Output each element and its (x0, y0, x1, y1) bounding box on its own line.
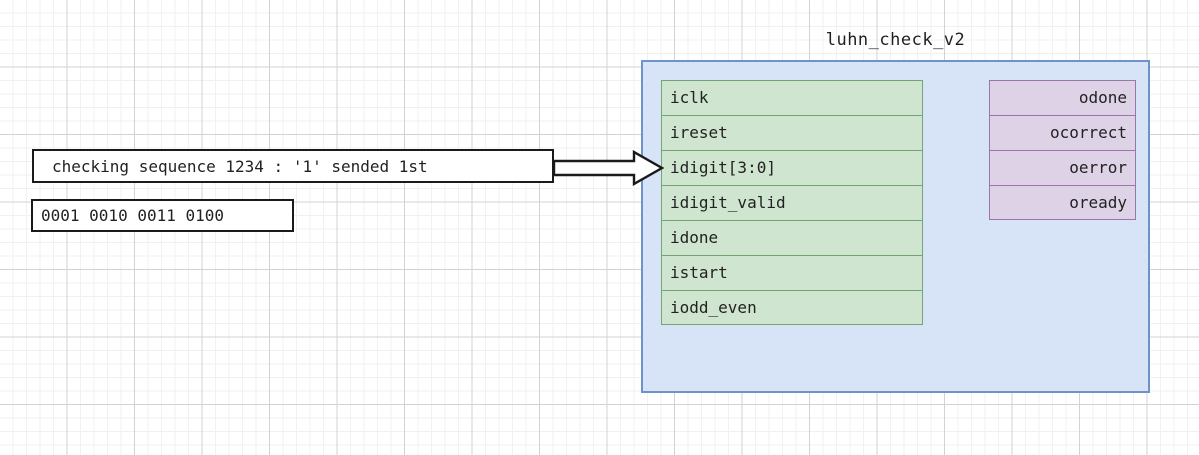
output-port-list: odone ocorrect oerror oready (989, 80, 1136, 220)
block-arrow-icon (552, 150, 664, 186)
output-port-oready[interactable]: oready (989, 185, 1136, 220)
input-port-iclk[interactable]: iclk (661, 80, 923, 115)
note-checking-sequence[interactable]: checking sequence 1234 : '1' sended 1st (32, 149, 554, 183)
input-port-idigit[interactable]: idigit[3:0] (661, 150, 923, 185)
output-port-oerror[interactable]: oerror (989, 150, 1136, 185)
note-binary-digits[interactable]: 0001 0010 0011 0100 (31, 199, 294, 232)
input-port-idigit-valid[interactable]: idigit_valid (661, 185, 923, 220)
input-port-list: iclk ireset idigit[3:0] idigit_valid ido… (661, 80, 923, 325)
connector-arrow-to-idigit[interactable] (552, 150, 664, 186)
input-port-istart[interactable]: istart (661, 255, 923, 290)
output-port-odone[interactable]: odone (989, 80, 1136, 115)
input-port-iodd-even[interactable]: iodd_even (661, 290, 923, 325)
output-port-ocorrect[interactable]: ocorrect (989, 115, 1136, 150)
input-port-ireset[interactable]: ireset (661, 115, 923, 150)
input-port-idone[interactable]: idone (661, 220, 923, 255)
module-title: luhn_check_v2 (825, 30, 966, 50)
